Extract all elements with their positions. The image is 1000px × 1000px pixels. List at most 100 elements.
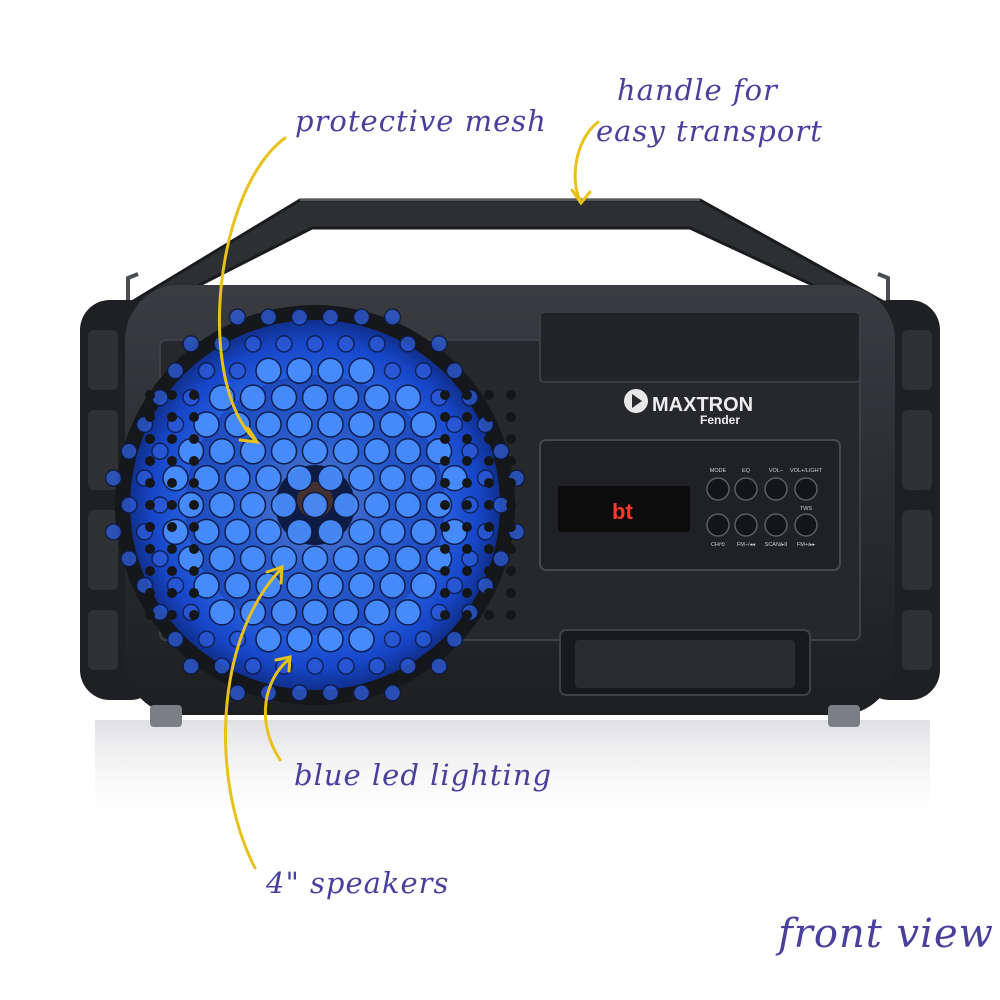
- arrow-speakers: [223, 568, 282, 870]
- led-display: [558, 486, 690, 532]
- side-hole: [462, 566, 472, 576]
- control-button-top-3[interactable]: [794, 477, 818, 501]
- control-button-top-3-label: VOL+/LIGHT: [790, 468, 823, 474]
- mesh-hole: [208, 491, 236, 519]
- model-name: Fender: [700, 413, 740, 427]
- control-button-bottom-2[interactable]: [764, 513, 788, 537]
- mesh-hole: [228, 362, 247, 380]
- arrow-led: [264, 658, 290, 762]
- mesh-hole: [255, 411, 282, 438]
- mesh-hole: [270, 599, 298, 626]
- mesh-hole: [383, 684, 402, 702]
- mesh-hole: [317, 357, 344, 385]
- side-hole: [189, 456, 199, 466]
- control-button-bottom-1[interactable]: [734, 513, 758, 537]
- mesh-hole: [410, 518, 437, 546]
- side-hole: [506, 478, 516, 488]
- mesh-hole: [348, 357, 375, 385]
- control-button-top-1-label: EQ: [742, 468, 751, 474]
- mesh-hole: [492, 442, 510, 461]
- mesh-hole: [151, 549, 169, 568]
- side-hole: [440, 544, 450, 554]
- mesh-hole: [414, 362, 433, 380]
- mesh-hole: [224, 464, 251, 492]
- mesh-hole: [286, 464, 313, 492]
- side-hole: [167, 610, 177, 620]
- mesh-hole: [286, 411, 313, 438]
- mesh-hole: [228, 308, 247, 326]
- side-hole: [189, 500, 199, 510]
- mesh-hole: [182, 657, 200, 675]
- side-hole: [145, 610, 155, 620]
- side-hole: [145, 390, 155, 400]
- mesh-hole: [430, 657, 448, 675]
- mesh-hole: [379, 518, 406, 546]
- side-hole: [440, 566, 450, 576]
- label-handle-line2: easy transport: [596, 114, 823, 148]
- mesh-hole: [317, 411, 344, 438]
- control-button-top-1[interactable]: [734, 477, 758, 501]
- mesh-hole: [166, 362, 185, 380]
- mesh-hole: [332, 599, 360, 626]
- mesh-hole: [208, 599, 236, 626]
- arrow-led-head: [274, 655, 292, 673]
- control-button-top-0[interactable]: [706, 477, 730, 501]
- mesh-hole: [332, 438, 360, 465]
- mesh-hole: [301, 384, 329, 411]
- mesh-hole: [317, 518, 344, 546]
- mesh-hole: [224, 518, 251, 546]
- side-hole: [484, 544, 494, 554]
- mesh-hole: [255, 625, 282, 653]
- mesh-hole: [270, 545, 298, 572]
- side-hole: [167, 566, 177, 576]
- mesh-hole: [383, 362, 402, 380]
- side-hole: [462, 478, 472, 488]
- control-button-bottom-3[interactable]: [794, 513, 818, 537]
- control-button-bottom-0[interactable]: [706, 513, 730, 537]
- mesh-hole: [239, 384, 267, 411]
- mesh-hole: [332, 491, 360, 519]
- side-hole: [506, 610, 516, 620]
- mesh-hole: [379, 411, 406, 438]
- control-button-bottom-3-label: FM+/▸▸: [797, 542, 815, 548]
- mesh-hole: [348, 464, 375, 492]
- mesh-hole: [445, 362, 464, 380]
- side-hole: [145, 456, 155, 466]
- mesh-hole: [379, 572, 406, 599]
- side-hole: [189, 610, 199, 620]
- side-hole: [462, 456, 472, 466]
- control-button-top-2[interactable]: [764, 477, 788, 501]
- mesh-hole: [317, 625, 344, 653]
- side-hole: [440, 456, 450, 466]
- mesh-hole: [255, 357, 282, 385]
- mesh-hole: [348, 518, 375, 546]
- label-speakers: 4" speakers: [266, 866, 450, 900]
- mesh-hole: [120, 442, 138, 461]
- mesh-hole: [394, 491, 422, 519]
- side-hole: [167, 588, 177, 598]
- mesh-hole: [410, 464, 437, 492]
- side-hole: [440, 610, 450, 620]
- control-button-top-0-label: MODE: [710, 468, 727, 474]
- mesh-hole: [301, 545, 329, 572]
- mesh-hole: [368, 335, 386, 353]
- mesh-hole: [239, 491, 267, 519]
- mesh-hole: [394, 599, 422, 626]
- foot-left: [150, 705, 182, 727]
- mesh-hole: [197, 362, 216, 380]
- mesh-hole: [255, 464, 282, 492]
- mesh-hole: [301, 491, 329, 519]
- arrow-mesh: [217, 136, 287, 442]
- side-hole: [462, 522, 472, 532]
- side-hole: [462, 588, 472, 598]
- mesh-hole: [394, 438, 422, 465]
- mesh-hole: [244, 657, 262, 675]
- side-hole: [484, 390, 494, 400]
- mesh-hole: [492, 549, 510, 568]
- arrow-speakers-head: [265, 564, 284, 585]
- side-hole: [145, 434, 155, 444]
- mesh-hole: [286, 625, 313, 653]
- side-hole: [462, 610, 472, 620]
- mesh-hole: [348, 572, 375, 599]
- mesh-hole: [162, 464, 189, 492]
